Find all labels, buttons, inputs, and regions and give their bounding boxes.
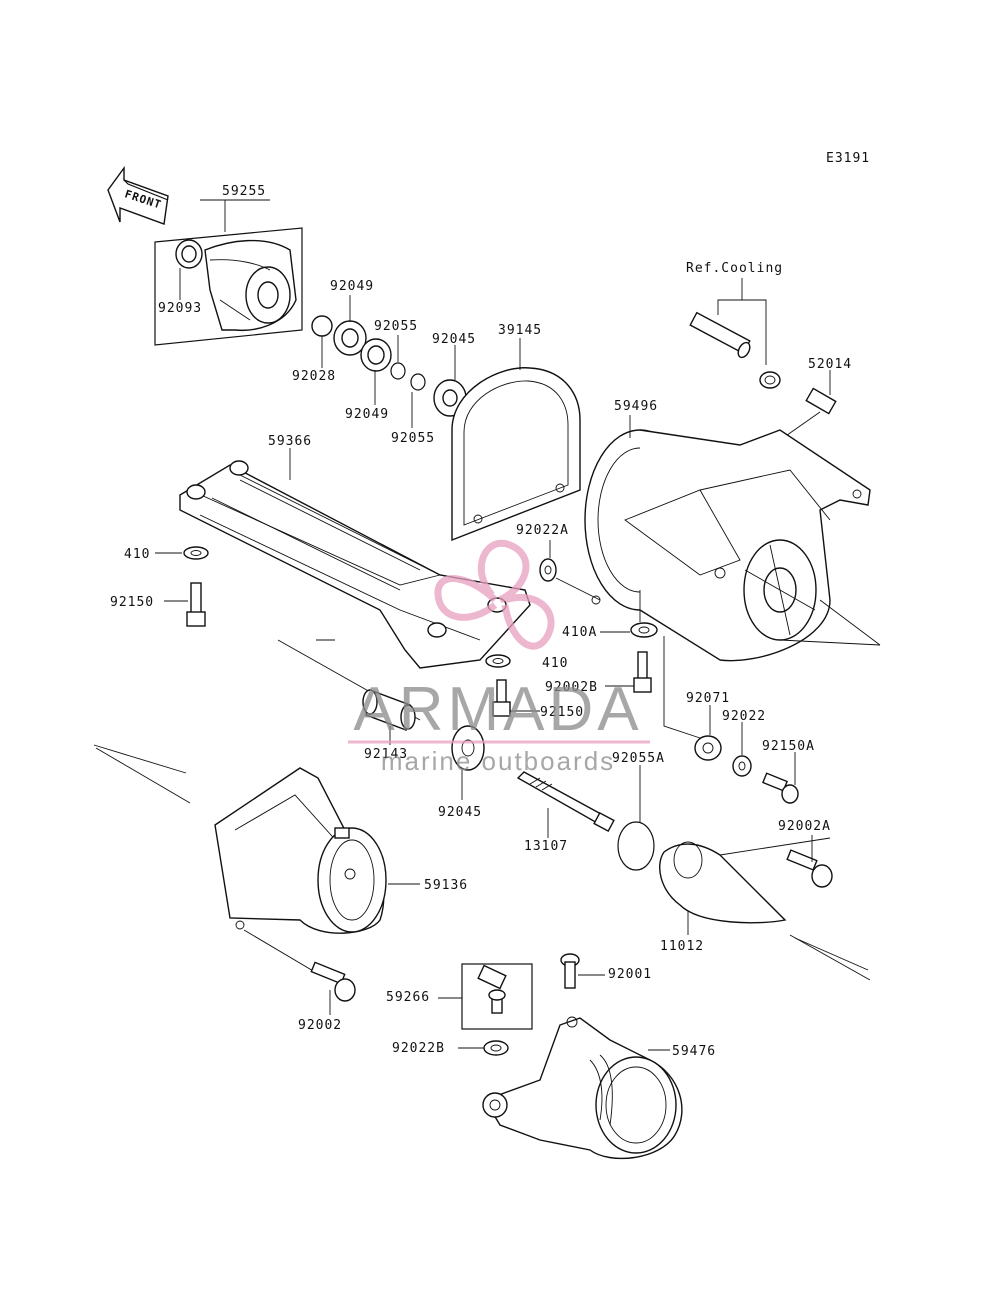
label-92045-bottom: 92045	[438, 805, 482, 820]
label-92093: 92093	[158, 301, 202, 316]
hose-fitting	[779, 370, 837, 441]
bolt-center	[492, 679, 540, 717]
gasket	[451, 338, 581, 542]
watermark-tagline: marine outboards	[381, 746, 615, 776]
label-92028: 92028	[292, 369, 336, 384]
label-92049-bottom: 92049	[345, 407, 389, 422]
label-410-center: 410	[542, 656, 568, 671]
label-59255: 59255	[222, 184, 266, 199]
label-11012: 11012	[660, 939, 704, 954]
front-arrow-icon: FRONT	[107, 165, 169, 225]
label-92150A: 92150A	[762, 739, 815, 754]
bolt-92150A	[762, 752, 799, 804]
washer-92022	[732, 722, 752, 777]
label-13107: 13107	[524, 839, 568, 854]
label-92071: 92071	[686, 691, 730, 706]
washer-410-center	[485, 654, 511, 668]
label-92002: 92002	[298, 1018, 342, 1033]
washer-92022B	[458, 1040, 509, 1056]
bolt-left	[164, 582, 206, 627]
washer-92022A	[539, 540, 601, 601]
washer-left	[155, 546, 209, 560]
bolt-92001	[560, 953, 605, 989]
bearing-92045	[451, 725, 485, 800]
damper-92071	[663, 636, 722, 761]
label-59496: 59496	[614, 399, 658, 414]
label-92002B: 92002B	[545, 680, 598, 695]
label-92143: 92143	[364, 747, 408, 762]
washer-410A	[600, 590, 658, 638]
bolt-92002A	[786, 835, 833, 888]
impeller-assembly	[154, 199, 303, 346]
ref-cooling-label: Ref.Cooling	[686, 261, 783, 276]
label-59366: 59366	[268, 434, 312, 449]
o-ring-92055A	[617, 765, 655, 871]
label-59476: 59476	[672, 1044, 716, 1059]
cooling-hose	[689, 278, 781, 389]
label-59136: 59136	[424, 878, 468, 893]
label-92045-top: 92045	[432, 332, 476, 347]
label-92055-top: 92055	[374, 319, 418, 334]
propeller-logo-icon	[434, 539, 555, 650]
diagram-code: E3191	[826, 151, 870, 166]
label-92001: 92001	[608, 967, 652, 982]
label-92022: 92022	[722, 709, 766, 724]
label-92150-left: 92150	[110, 595, 154, 610]
label-410A: 410A	[562, 625, 597, 640]
label-92002A: 92002A	[778, 819, 831, 834]
nozzle	[482, 1016, 683, 1160]
label-410-left: 410	[124, 547, 150, 562]
bearing-seal-set	[311, 295, 467, 428]
label-92055A: 92055A	[612, 751, 665, 766]
armada-watermark: ARMADA marine outboards	[348, 539, 650, 776]
label-39145: 39145	[498, 323, 542, 338]
nozzle-housing	[93, 744, 420, 976]
label-92022A: 92022A	[516, 523, 569, 538]
label-92055-bottom: 92055	[391, 431, 435, 446]
label-92049-top: 92049	[330, 279, 374, 294]
pump-case	[584, 415, 881, 662]
bolt-92002B	[605, 651, 652, 693]
fitting-set-59266	[438, 963, 533, 1030]
label-92150-center: 92150	[540, 705, 584, 720]
watermark-brand: ARMADA	[353, 675, 642, 744]
label-59266: 59266	[386, 990, 430, 1005]
label-52014: 52014	[808, 357, 852, 372]
label-92022B: 92022B	[392, 1041, 445, 1056]
bolt-92002	[310, 961, 356, 1015]
drive-shaft	[516, 771, 615, 838]
tail-cone	[659, 837, 871, 981]
